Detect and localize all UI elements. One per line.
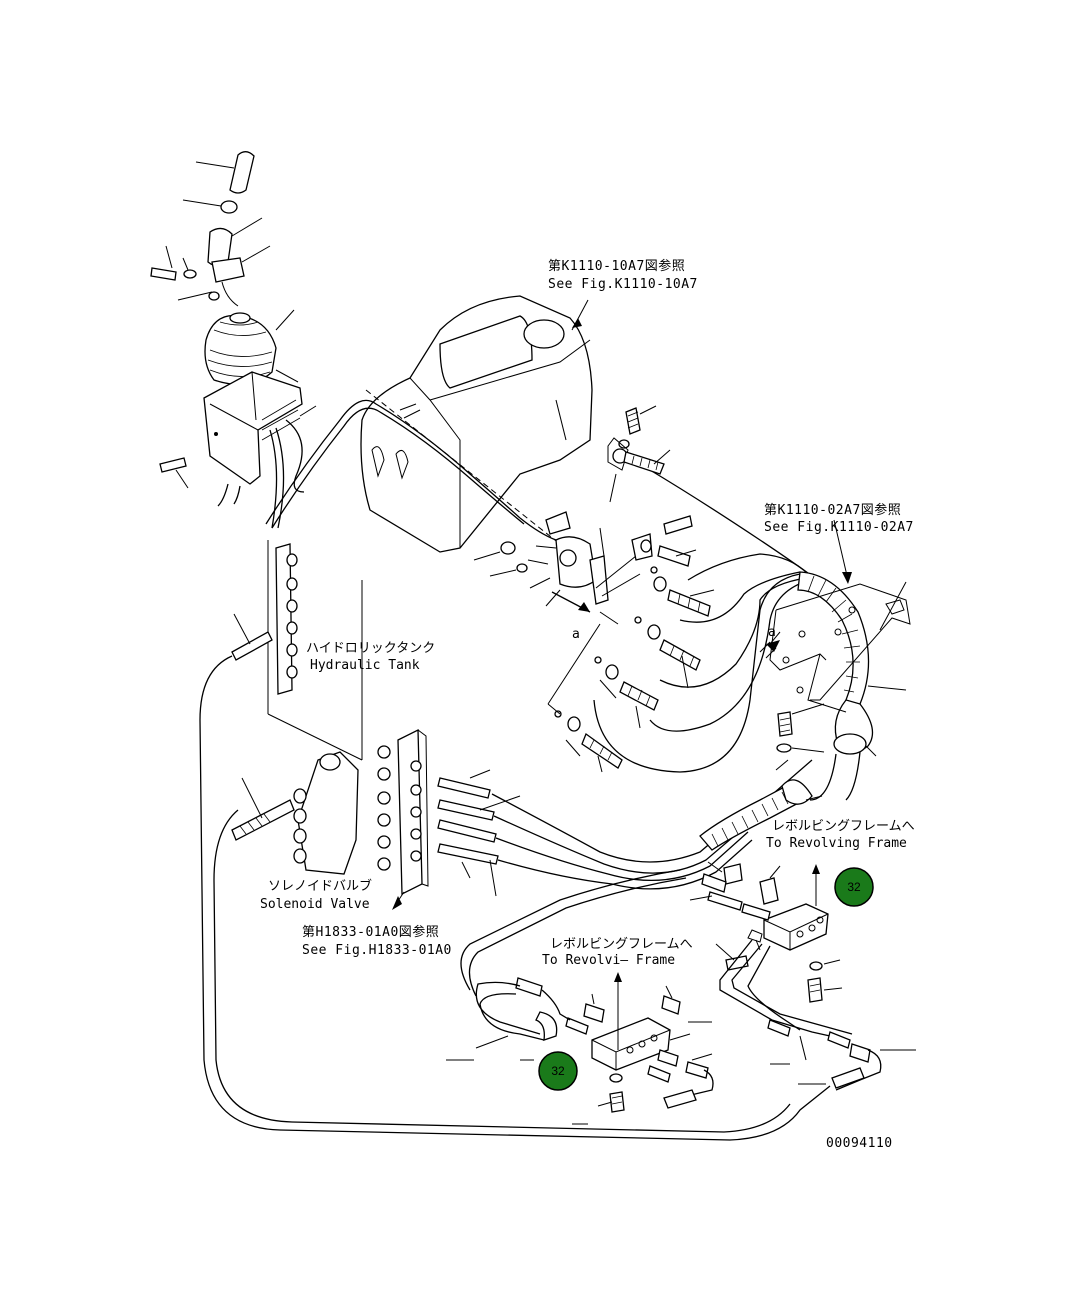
- solenoid-valve-body: [297, 751, 359, 875]
- hydraulic-tank-label-en: Hydraulic Tank: [310, 658, 420, 673]
- k1110-02a7-leader: [833, 519, 849, 581]
- revolving-frame-label-2-jp: レボルビングフレームへ: [550, 937, 693, 952]
- lever-cable: [265, 399, 521, 525]
- drawing-number: 00094110: [826, 1136, 893, 1151]
- distribution-block: [377, 728, 521, 897]
- lower-center-block: [446, 869, 714, 1125]
- revolving-frame-label-1-jp: レボルビングフレームへ: [772, 819, 915, 834]
- solenoid-valve: [231, 751, 359, 875]
- solenoid-hose-fitting: [231, 799, 295, 841]
- lever-nut: [220, 200, 238, 214]
- revolving-frame-label-1-en: To Revolving Frame: [766, 836, 907, 851]
- upper-hoses: [593, 469, 907, 801]
- revolving-frame-label-2-en: To Revolvi— Frame: [542, 953, 675, 968]
- left-hose-loop: [199, 655, 831, 1141]
- lower-right-block: [689, 861, 916, 1091]
- ref-h1833-en: See Fig.H1833-01A0: [302, 943, 452, 958]
- tank-body: [360, 295, 593, 553]
- bracket-bolt: [159, 457, 187, 473]
- tank-window: [439, 315, 533, 389]
- hydraulic-tank-label-jp: ハイドロリックタンク: [306, 641, 435, 656]
- lever-knob: [229, 151, 255, 194]
- clamp-bolt: [150, 267, 177, 281]
- part-badge-32-left[interactable]: 32: [538, 1051, 578, 1091]
- callout-a-left: a: [572, 627, 580, 642]
- hydraulic-tank: [360, 295, 593, 553]
- badge-circle[interactable]: [834, 867, 874, 907]
- dashed-reference-line: [365, 389, 581, 561]
- frame-bolt: [775, 703, 825, 771]
- ref-k1110-10a7-en: See Fig.K1110-10A7: [548, 277, 698, 292]
- solenoid-valve-label-jp: ソレノイドバルブ: [268, 878, 372, 894]
- badge-number: 32: [551, 1064, 565, 1078]
- ref-k1110-02a7-jp: 第K1110-02A7図参照: [764, 502, 901, 518]
- callout-a-right: a: [768, 625, 776, 640]
- center-valve-fittings: [473, 405, 781, 773]
- part-badge-32-right[interactable]: 32: [834, 867, 874, 907]
- ref-h1833-jp: 第H1833-01A0図参照: [302, 924, 439, 940]
- upper-spiral-wrap: [797, 571, 870, 705]
- tank-cap: [523, 319, 565, 349]
- lever-boot: [204, 314, 277, 386]
- lever-clamp: [211, 257, 245, 283]
- hydraulic-tank-manifold: [231, 540, 363, 761]
- frame-bracket: [759, 583, 911, 713]
- badge-number: 32: [847, 880, 861, 894]
- badge-circle[interactable]: [538, 1051, 578, 1091]
- solenoid-valve-label-en: Solenoid Valve: [260, 897, 370, 912]
- lever-assembly: [150, 151, 317, 529]
- ref-k1110-02a7-en: See Fig.K1110-02A7: [764, 520, 914, 535]
- tank-hose-fitting: [231, 631, 273, 661]
- hose-bundle: [491, 759, 823, 890]
- ref-k1110-10a7-jp: 第K1110-10A7図参照: [548, 258, 685, 274]
